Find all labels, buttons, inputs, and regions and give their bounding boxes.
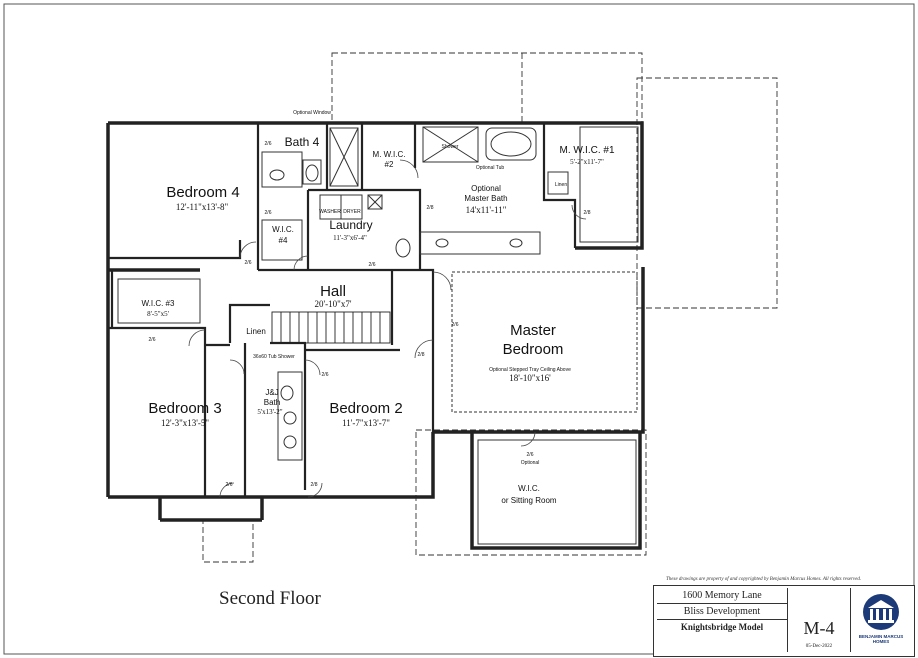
room-name-bath4: Bath 4	[284, 135, 320, 149]
room-dims-mwic1: 5'-2"x11'-7"	[570, 158, 604, 166]
label-dryer: DRYER	[343, 209, 361, 215]
room-dims-bedroom3: 12'-3"x13'-5"	[160, 418, 210, 428]
door-size-tag: 2/6	[451, 322, 459, 328]
door-swings	[188, 159, 587, 498]
project-address: 1600 Memory Lane	[657, 588, 787, 604]
door-size-tag: 2/6	[368, 262, 376, 268]
label-optional-tub: Optional Tub	[475, 165, 505, 171]
door-size-tag: 2/6	[148, 337, 156, 343]
door-size-tag: 2/8	[417, 352, 425, 358]
door-size-tag: 2/8	[310, 482, 318, 488]
title-block-project-info: 1600 Memory Lane Bliss Development Knigh…	[657, 588, 788, 652]
company-logo: BENJAMIN MARCUS HOMES	[851, 588, 911, 652]
room-name-master-bath-1: Optional	[471, 184, 501, 193]
room-name-master-bedroom-2: Bedroom	[502, 341, 564, 358]
label-shower: Shower	[441, 144, 459, 150]
door-size-tag: 2/8	[426, 205, 434, 211]
room-name-laundry: Laundry	[329, 218, 373, 232]
room-name-bedroom4: Bedroom 4	[166, 184, 240, 201]
room-dims-master-bath: 14'x11'-11"	[465, 205, 507, 215]
room-name-linen: Linen	[246, 327, 266, 336]
room-name-wic-sitting-1: W.I.C.	[518, 484, 540, 493]
door-size-tag: 2/6	[264, 141, 272, 147]
company-name: BENJAMIN MARCUS HOMES	[858, 634, 904, 644]
door-size-tag: 2/6	[244, 260, 252, 266]
drawing-title: Second Floor	[219, 588, 321, 609]
room-num-mwic2: #2	[384, 160, 394, 169]
door-size-tag: 2/6	[526, 452, 534, 458]
room-name-jj-bath-1: J&J	[265, 388, 279, 397]
room-dims-master-bedroom: 18'-10"x16'	[509, 373, 551, 383]
room-dims-bedroom2: 11'-7"x13'-7"	[342, 418, 390, 428]
room-name-mwic2: M. W.I.C.	[372, 150, 406, 159]
door-size-tag: 2/8	[583, 210, 591, 216]
company-logo-icon	[863, 594, 899, 630]
door-size-tag: 2/6	[321, 372, 329, 378]
room-name-master-bath-2: Master Bath	[464, 194, 508, 203]
room-name-bedroom2: Bedroom 2	[329, 400, 403, 417]
project-development: Bliss Development	[657, 604, 787, 620]
room-name-hall: Hall	[320, 283, 346, 300]
title-block: 1600 Memory Lane Bliss Development Knigh…	[653, 585, 915, 657]
sheet-number: M-4	[803, 618, 835, 638]
room-name-jj-bath-2: Bath	[263, 398, 281, 407]
label-linen-small: Linen	[554, 182, 568, 188]
interior-walls	[108, 123, 577, 497]
staircase	[271, 311, 391, 344]
sheet-date: 05-Dec-2022	[805, 644, 833, 649]
room-name-master-bedroom-1: Master	[510, 322, 556, 339]
copyright-note: These drawings are property of and copyr…	[666, 577, 862, 582]
room-name-wic4: W.I.C.	[272, 225, 294, 234]
room-note-master-bedroom: Optional Stepped Tray Ceiling Above	[489, 367, 571, 373]
room-name-mwic1: M. W.I.C. #1	[559, 145, 615, 156]
room-num-wic4: #4	[278, 236, 288, 245]
fixtures	[117, 126, 639, 545]
room-dims-laundry: 11'-3"x6'-4"	[333, 234, 367, 242]
door-size-tag: 2/6	[264, 210, 272, 216]
room-dims-bedroom4: 12'-11"x13'-8"	[175, 202, 229, 212]
label-optional-window: Optional Window	[293, 110, 331, 116]
optional-outlines	[202, 52, 778, 563]
door-size-tag: 2/6	[225, 482, 233, 488]
project-model: Knightsbridge Model	[680, 622, 764, 632]
room-name-wic-sitting-2: or Sitting Room	[501, 496, 557, 505]
room-dims-wic3: 8'-5"x5'	[147, 310, 169, 318]
title-block-sheet: M-4 05-Dec-2022	[788, 588, 851, 652]
room-note-jj-tub: 36x60 Tub Shower	[253, 354, 295, 360]
room-dims-hall: 20'-10"x7'	[314, 299, 352, 309]
room-dims-jj-bath: 5'x13'-2"	[257, 408, 283, 416]
sheet-border	[3, 3, 915, 655]
label-washer: WASHER	[319, 209, 341, 215]
exterior-walls	[106, 121, 645, 550]
room-name-bedroom3: Bedroom 3	[148, 400, 222, 417]
room-name-wic3: W.I.C. #3	[141, 299, 175, 308]
label-optional-door: Optional	[520, 460, 540, 466]
